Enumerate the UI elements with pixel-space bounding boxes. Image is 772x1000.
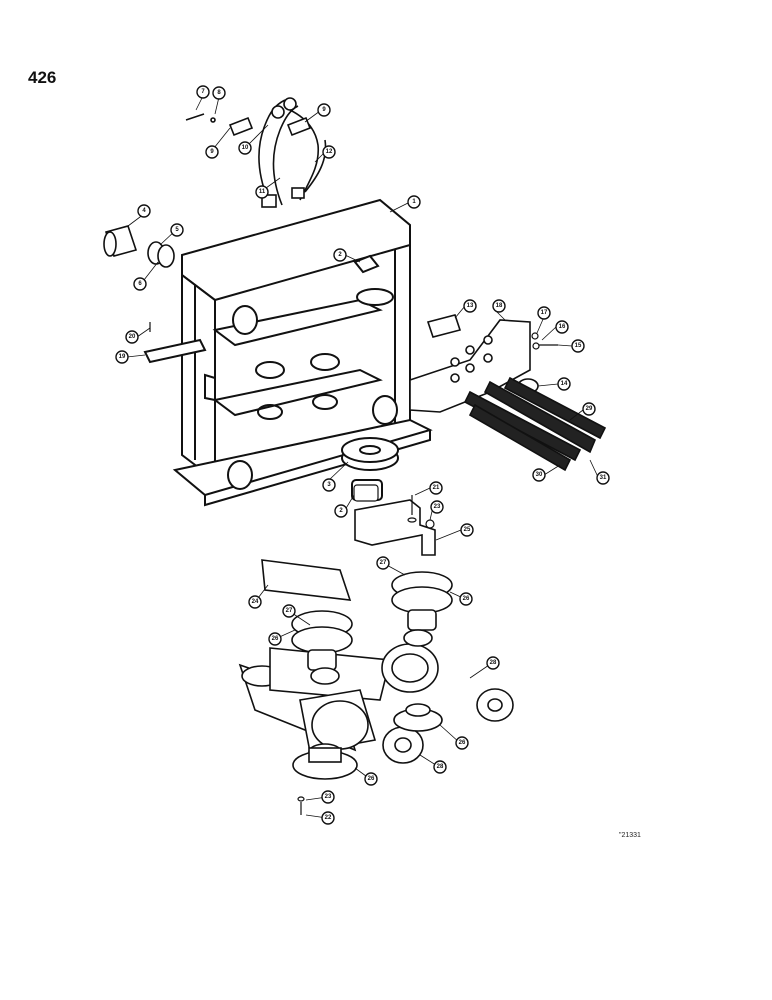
callout-label: 31	[600, 475, 607, 481]
callout-label: 11	[259, 189, 266, 195]
callout-label: 23	[325, 794, 332, 800]
callout-16: 16	[555, 320, 569, 334]
callout-20: 20	[125, 330, 139, 344]
callout-30: 30	[532, 468, 546, 482]
callout-label: 7	[201, 89, 205, 95]
callout-8: 8	[212, 86, 226, 100]
callout-10: 10	[238, 141, 252, 155]
callout-26: 26	[455, 736, 469, 750]
callout-label: 28	[437, 764, 444, 770]
leader-lines	[126, 95, 599, 819]
callout-22: 22	[321, 811, 335, 825]
callout-label: 9	[322, 107, 326, 113]
callout-26: 26	[364, 772, 378, 786]
callout-label: 28	[490, 660, 497, 666]
callout-label: 10	[242, 145, 249, 151]
callout-5: 5	[170, 223, 184, 237]
cylinder-assembly-art	[238, 499, 514, 780]
callout-11: 11	[255, 185, 269, 199]
callout-label: 2	[338, 252, 342, 258]
callout-label: 13	[467, 303, 474, 309]
callout-7: 7	[196, 85, 210, 99]
callout-27: 27	[376, 556, 390, 570]
callout-label: 22	[325, 815, 332, 821]
callout-label: 21	[433, 485, 440, 491]
callout-label: 26	[368, 776, 375, 782]
callout-27: 27	[282, 604, 296, 618]
figure-code: "21331	[619, 832, 641, 839]
callout-label: 26	[463, 596, 470, 602]
callout-label: 6	[138, 281, 142, 287]
tube-assembly-art	[185, 97, 327, 208]
loose-hardware-art	[149, 322, 558, 815]
callout-18: 18	[492, 299, 506, 313]
callout-28: 28	[433, 760, 447, 774]
callout-label: 1	[412, 199, 416, 205]
callout-15: 15	[571, 339, 585, 353]
callout-1: 1	[407, 195, 421, 209]
callout-14: 14	[557, 377, 571, 391]
callout-2: 2	[334, 504, 348, 518]
callout-label: 4	[142, 208, 146, 214]
callout-26: 26	[268, 632, 282, 646]
callout-19: 19	[115, 350, 129, 364]
callout-3: 3	[322, 478, 336, 492]
callout-label: 3	[327, 482, 331, 488]
main-frame-art	[143, 198, 433, 507]
callout-6: 6	[133, 277, 147, 291]
callout-label: 5	[175, 227, 179, 233]
callout-26: 26	[459, 592, 473, 606]
callout-13: 13	[463, 299, 477, 313]
callout-2: 2	[333, 248, 347, 262]
callout-label: 14	[561, 381, 568, 387]
callout-label: 19	[119, 354, 126, 360]
callout-label: 26	[272, 636, 279, 642]
callout-label: 20	[129, 334, 136, 340]
callout-9: 9	[205, 145, 219, 159]
callout-label: 27	[286, 608, 293, 614]
callout-label: 23	[434, 504, 441, 510]
pin-and-bushing-art	[103, 225, 175, 268]
callout-4: 4	[137, 204, 151, 218]
callout-label: 17	[541, 310, 548, 316]
callout-label: 9	[210, 149, 214, 155]
callout-12: 12	[322, 145, 336, 159]
callout-29: 29	[582, 402, 596, 416]
callout-9: 9	[317, 103, 331, 117]
callout-28: 28	[486, 656, 500, 670]
callout-17: 17	[537, 306, 551, 320]
callout-label: 2	[339, 508, 343, 514]
callout-23: 23	[430, 500, 444, 514]
callout-label: 12	[326, 149, 333, 155]
callout-label: 24	[252, 599, 259, 605]
page-number: 426	[28, 68, 57, 87]
callout-label: 26	[459, 740, 466, 746]
callout-label: 29	[586, 406, 593, 412]
callout-label: 25	[464, 527, 471, 533]
callout-24: 24	[248, 595, 262, 609]
callout-label: 15	[575, 343, 582, 349]
callout-23: 23	[321, 790, 335, 804]
callout-21: 21	[429, 481, 443, 495]
bracket-and-hoses-art	[409, 314, 607, 472]
callout-25: 25	[460, 523, 474, 537]
callout-label: 16	[559, 324, 566, 330]
callout-label: 27	[380, 560, 387, 566]
callout-label: 30	[536, 472, 543, 478]
callout-31: 31	[596, 471, 610, 485]
callout-label: 8	[217, 90, 221, 96]
callout-label: 18	[496, 303, 503, 309]
